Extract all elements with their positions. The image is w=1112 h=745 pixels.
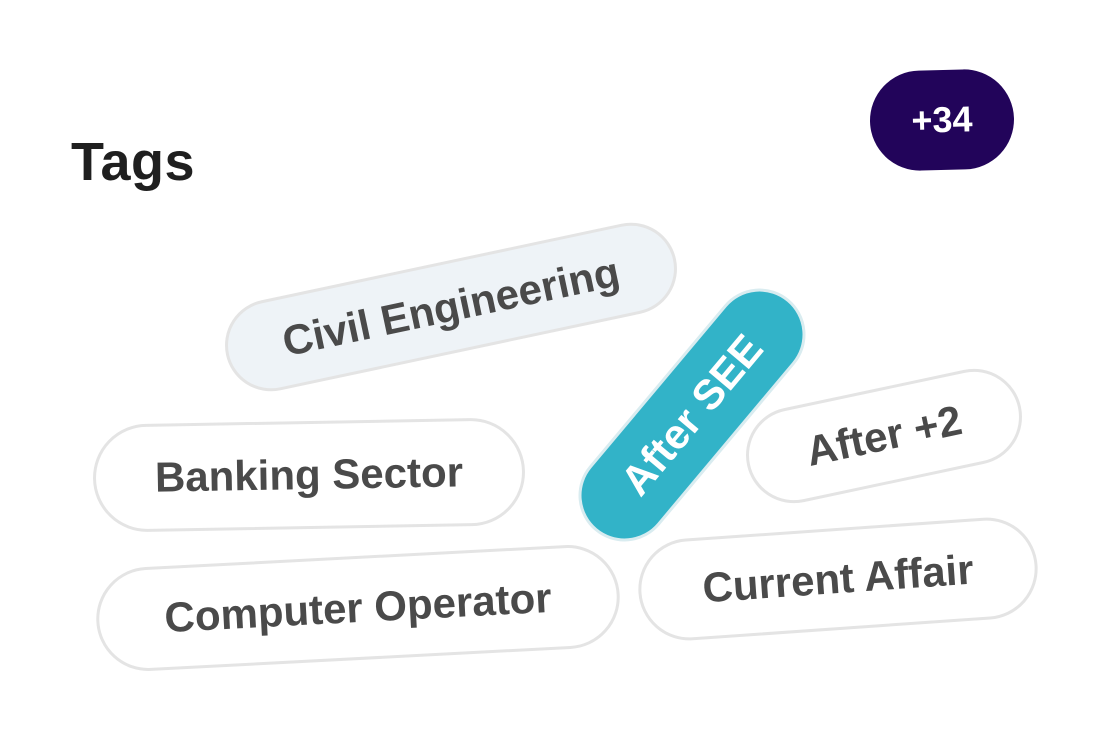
tag-civil-engineering[interactable]: Civil Engineering (216, 214, 686, 400)
tag-after-plus-two[interactable]: After +2 (737, 359, 1031, 513)
tag-banking-sector[interactable]: Banking Sector (92, 417, 526, 533)
tag-current-affair[interactable]: Current Affair (634, 514, 1042, 644)
page-title: Tags (71, 132, 196, 192)
tag-computer-operator[interactable]: Computer Operator (93, 542, 623, 674)
more-tags-count-badge[interactable]: +34 (868, 68, 1016, 172)
